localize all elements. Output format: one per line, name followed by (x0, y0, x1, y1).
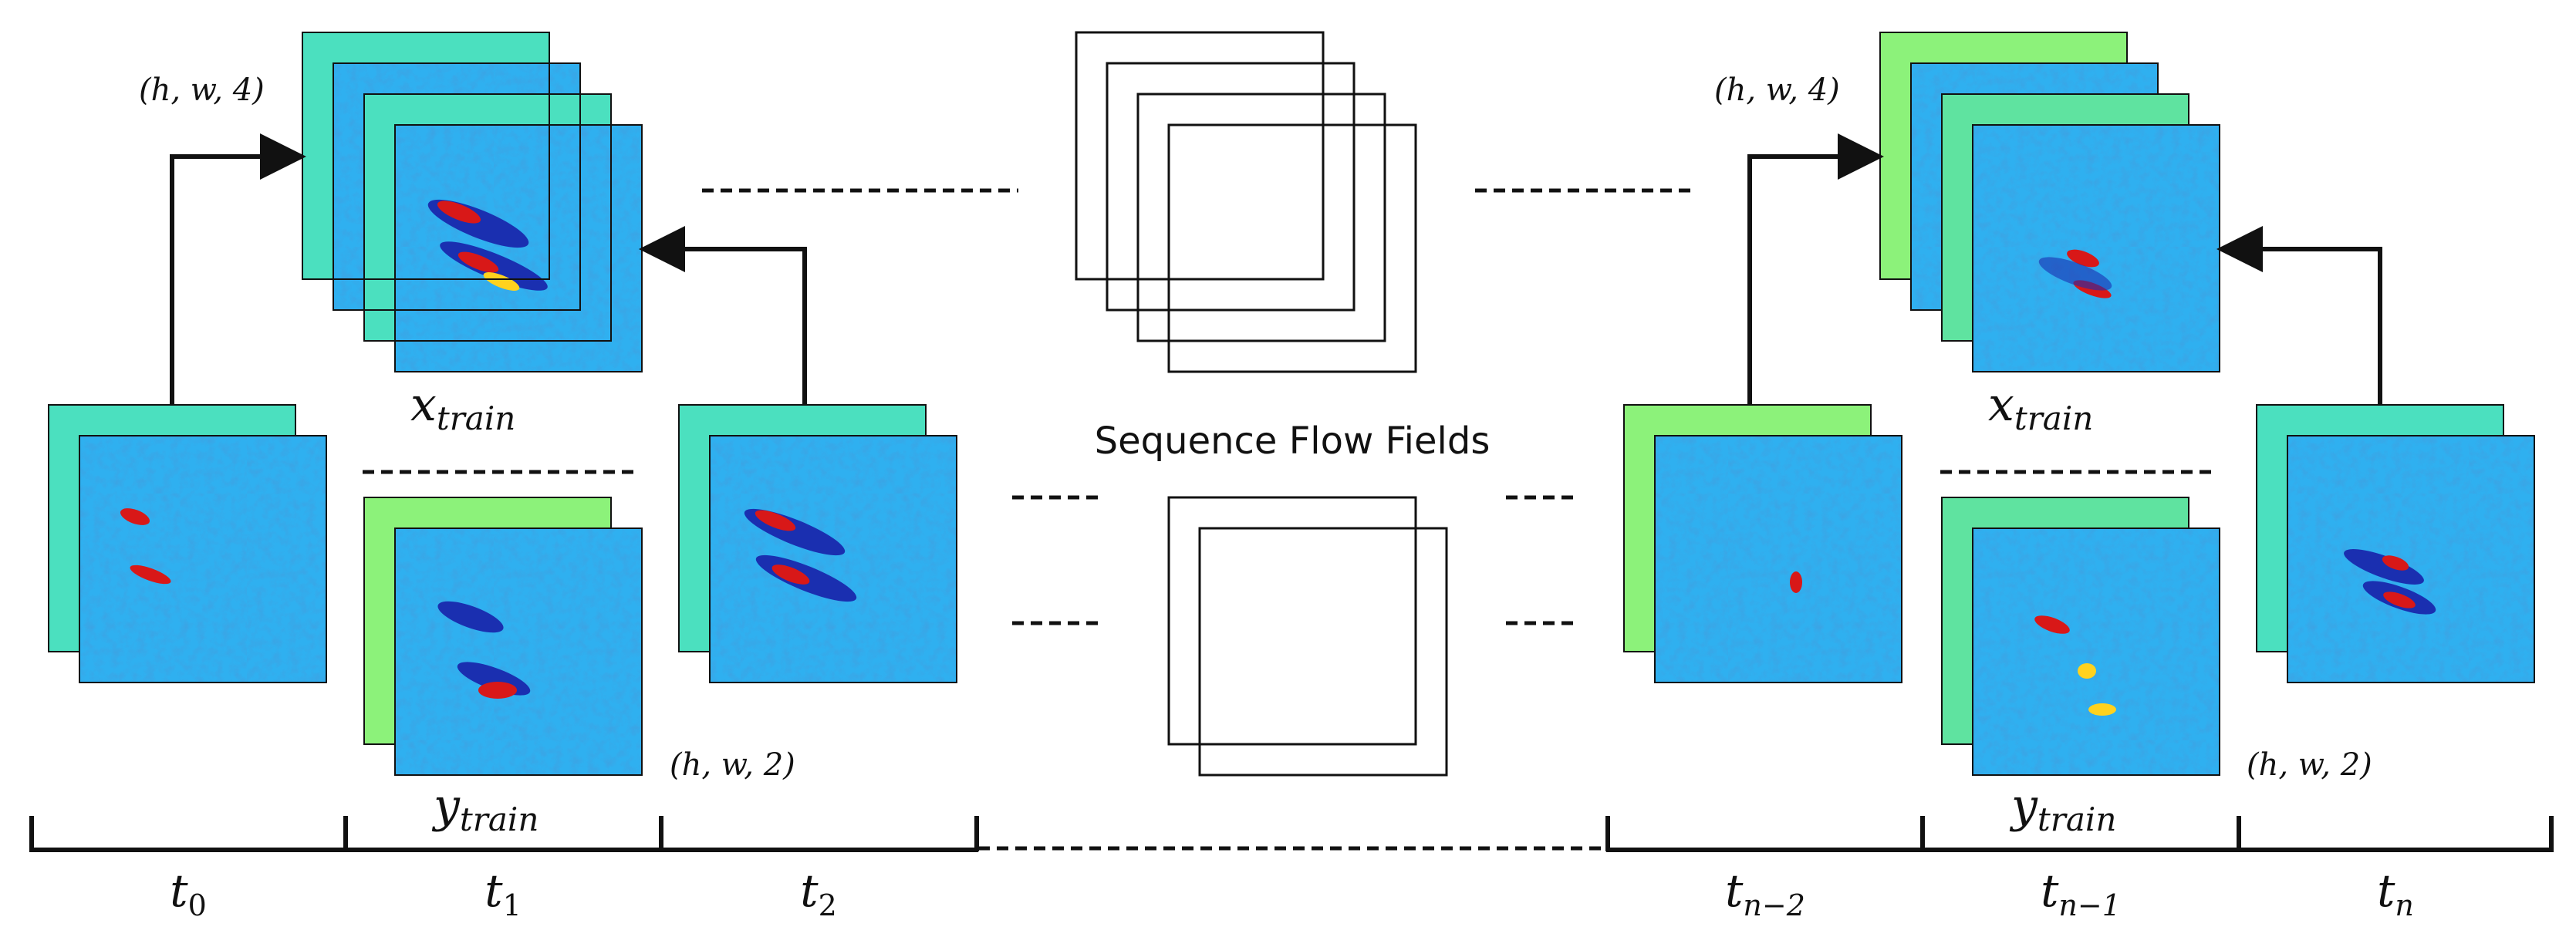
shape-label-input-left: (h, w, 4) (139, 72, 265, 108)
x-train-label-left: xtrain (410, 378, 515, 437)
timestep-tn: tn (2377, 865, 2414, 922)
timeline (29, 816, 2554, 852)
timestep-tn-1: tn−1 (2041, 865, 2121, 922)
center-outline-frames-top (1075, 31, 1417, 373)
center-title: Sequence Flow Fields (1095, 420, 1491, 463)
y-train-stack-left (363, 497, 643, 776)
tn-2-input-stack (1623, 404, 1902, 683)
t0-input-stack (48, 404, 327, 683)
arrows (170, 133, 2382, 405)
y-train-stack-right (1941, 497, 2220, 776)
timestep-t1: t1 (484, 865, 522, 922)
timestep-t0: t0 (170, 865, 207, 922)
timestep-labels: t0 t1 t2 tn−2 tn−1 tn (170, 865, 2414, 922)
t2-input-stack (678, 404, 957, 683)
dashed-separators (363, 188, 2216, 851)
shape-label-output-right: (h, w, 2) (2247, 747, 2372, 783)
timestep-t2: t2 (800, 865, 837, 922)
arrow-t0-to-x-train (170, 133, 306, 405)
arrow-t2-to-x-train (639, 226, 807, 405)
x-train-label-right: xtrain (1988, 378, 2093, 437)
arrow-tn-to-x-train (2216, 226, 2382, 405)
tn-input-stack (2256, 404, 2535, 683)
center-outline-frames-bottom (1167, 496, 1448, 777)
shape-label-output-left: (h, w, 2) (670, 747, 795, 783)
y-train-label-right: ytrain (2009, 779, 2116, 838)
x-train-stack-left (302, 32, 643, 372)
y-train-label-left: ytrain (431, 779, 538, 838)
flow-field-frame (395, 125, 642, 372)
x-train-stack-right (1879, 32, 2220, 372)
shape-label-input-right: (h, w, 4) (1714, 72, 1840, 108)
timestep-tn-2: tn−2 (1725, 865, 1805, 922)
arrow-tn-2-to-x-train (1747, 133, 1884, 405)
